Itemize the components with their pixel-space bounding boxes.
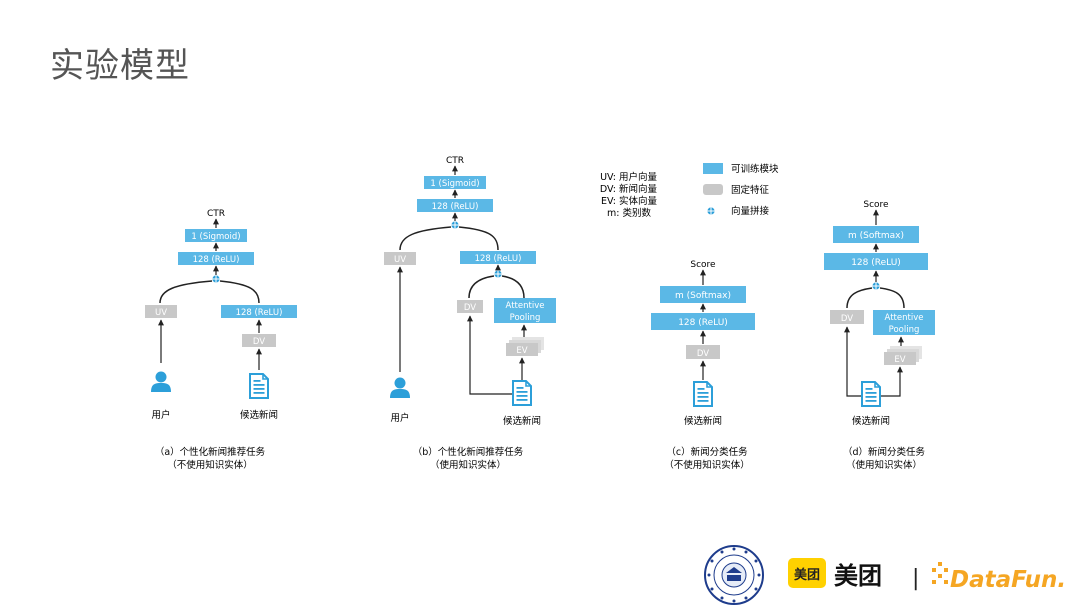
c-dv-box xyxy=(686,345,720,359)
logo-separator: | xyxy=(912,566,919,591)
b-user-label: 用户 xyxy=(390,412,409,424)
a-news-label: 候选新闻 xyxy=(240,409,278,421)
d-attentive-pooling-box xyxy=(873,310,935,335)
datafun-logo: DataFun. xyxy=(932,562,1066,593)
d-news-label: 候选新闻 xyxy=(852,415,890,427)
b-ev-box xyxy=(506,343,538,356)
b-user-icon xyxy=(390,377,410,398)
b-relu-side-label: 128 (ReLU) xyxy=(475,254,522,264)
c-relu-layer xyxy=(651,313,755,330)
b-attentive-label: Attentive xyxy=(506,301,545,311)
b-uv-label: UV xyxy=(394,255,406,265)
diagram-a: CTR 1 (Sigmoid) 128 (ReLU) UV 128 (ReLU)… xyxy=(145,209,297,471)
university-seal-logo xyxy=(704,545,764,605)
b-relu-side-layer xyxy=(460,251,536,264)
c-softmax-label: m (Softmax) xyxy=(675,291,731,301)
c-dv-label: DV xyxy=(697,349,709,359)
d-relu-layer xyxy=(824,253,928,270)
d-pooling-label: Pooling xyxy=(889,325,920,335)
a-dv-box xyxy=(242,334,276,347)
legend-concat-icon xyxy=(707,207,715,215)
d-caption-2: （使用知识实体） xyxy=(846,459,922,471)
d-ev-box xyxy=(884,352,916,365)
c-caption-1: （c）新闻分类任务 xyxy=(666,446,748,458)
b-attentive-pooling-box xyxy=(494,298,556,323)
d-news-doc-icon xyxy=(861,381,881,407)
legend-abbr-m: m: 类别数 xyxy=(607,207,651,219)
b-concat-top-icon xyxy=(451,221,459,229)
legend: UV: 用户向量 DV: 新闻向量 EV: 实体向量 m: 类别数 可训练模块 … xyxy=(600,163,779,219)
b-relu-top-layer xyxy=(417,199,493,212)
d-softmax-label: m (Softmax) xyxy=(848,231,904,241)
a-caption-1: （a）个性化新闻推荐任务 xyxy=(155,446,266,458)
a-dv-label: DV xyxy=(253,337,265,347)
c-relu-label: 128 (ReLU) xyxy=(678,318,728,328)
diagram-c: Score m (Softmax) 128 (ReLU) DV 候选新闻 （c）… xyxy=(651,260,755,471)
a-caption-2: （不使用知识实体） xyxy=(167,459,253,471)
footer-logos: 美团 美团 | DataFun. xyxy=(704,545,1066,605)
legend-abbr-uv: UV: 用户向量 xyxy=(600,171,657,183)
diagram-d: Score m (Softmax) 128 (ReLU) DV Attentiv… xyxy=(824,200,935,471)
d-concat-icon xyxy=(872,282,880,290)
b-relu-top-label: 128 (ReLU) xyxy=(432,202,479,212)
d-output-label: Score xyxy=(863,200,889,210)
a-user-label: 用户 xyxy=(151,409,170,421)
legend-concat-label: 向量拼接 xyxy=(731,205,770,217)
c-news-label: 候选新闻 xyxy=(684,415,722,427)
d-ev-label: EV xyxy=(894,355,905,365)
legend-trainable-label: 可训练模块 xyxy=(731,163,779,175)
meituan-logo: 美团 美团 xyxy=(788,558,882,590)
a-relu-side-label: 128 (ReLU) xyxy=(236,308,283,318)
b-dv-box xyxy=(457,300,483,313)
datafun-wordmark: DataFun. xyxy=(950,567,1066,593)
d-relu-label: 128 (ReLU) xyxy=(851,258,901,268)
b-news-label: 候选新闻 xyxy=(503,415,541,427)
b-sigmoid-label: 1 (Sigmoid) xyxy=(430,179,479,189)
b-output-label: CTR xyxy=(446,156,464,166)
b-dv-label: DV xyxy=(464,303,476,313)
legend-abbr-ev: EV: 实体向量 xyxy=(601,195,657,207)
d-softmax-layer xyxy=(833,226,919,243)
a-user-icon xyxy=(151,371,171,392)
c-softmax-layer xyxy=(660,286,746,303)
b-pooling-label: Pooling xyxy=(510,313,541,323)
a-uv-box xyxy=(145,305,177,318)
b-news-doc-icon xyxy=(512,380,532,406)
legend-abbr-dv: DV: 新闻向量 xyxy=(600,183,658,195)
b-concat-inner-icon xyxy=(494,270,502,278)
a-relu-side-layer xyxy=(221,305,297,318)
legend-trainable-swatch xyxy=(703,163,723,174)
b-caption-1: （b）个性化新闻推荐任务 xyxy=(413,446,524,458)
d-dv-label: DV xyxy=(841,314,853,324)
d-caption-1: （d）新闻分类任务 xyxy=(843,446,926,458)
a-output-label: CTR xyxy=(207,209,225,219)
a-relu-top-layer xyxy=(178,252,254,265)
a-uv-label: UV xyxy=(155,308,167,318)
a-sigmoid-label: 1 (Sigmoid) xyxy=(191,232,240,242)
b-ev-label: EV xyxy=(516,346,527,356)
a-news-doc-icon xyxy=(249,373,269,399)
c-news-doc-icon xyxy=(693,381,713,407)
d-dv-box xyxy=(830,310,864,324)
a-sigmoid-layer xyxy=(185,229,247,242)
d-attentive-label: Attentive xyxy=(885,313,924,323)
meituan-badge-text: 美团 xyxy=(794,567,820,583)
c-caption-2: （不使用知识实体） xyxy=(664,459,750,471)
legend-fixed-swatch xyxy=(703,184,723,195)
b-sigmoid-layer xyxy=(424,176,486,189)
legend-fixed-label: 固定特征 xyxy=(731,184,770,196)
meituan-wordmark: 美团 xyxy=(834,562,882,590)
b-uv-box xyxy=(384,252,416,265)
c-output-label: Score xyxy=(690,260,716,270)
a-concat-icon xyxy=(212,275,220,283)
a-relu-top-label: 128 (ReLU) xyxy=(193,255,240,265)
diagram-b: CTR 1 (Sigmoid) 128 (ReLU) UV 128 (ReLU)… xyxy=(384,156,556,471)
b-caption-2: （使用知识实体） xyxy=(430,459,506,471)
page-title: 实验模型 xyxy=(50,46,190,86)
